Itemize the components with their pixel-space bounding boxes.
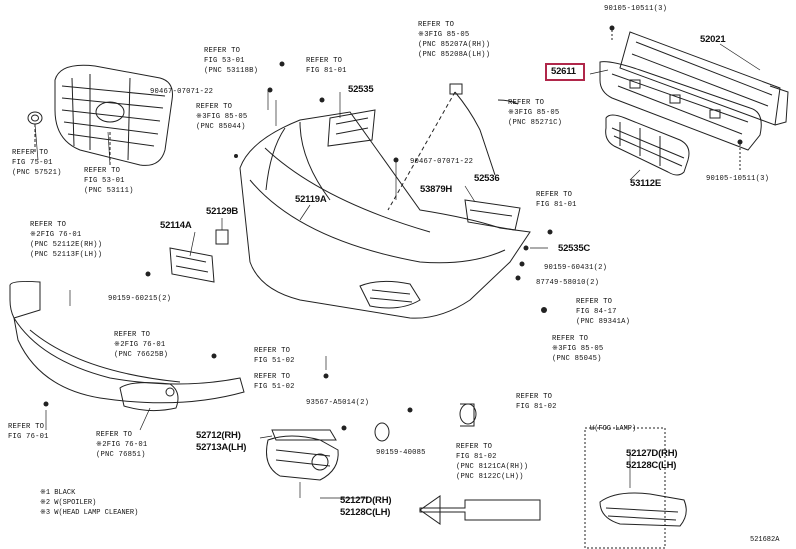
ref-fig51-a[interactable]: REFER TO FIG 51-02 [254, 347, 295, 365]
ref-fig53-grille[interactable]: REFER TO FIG 53-01 (PNC 53111) [84, 167, 134, 195]
part-53879H[interactable]: 53879H [420, 184, 453, 195]
ref-fig85-top[interactable]: REFER TO ※3FIG 85-05 (PNC 85207A(RH)) (P… [418, 21, 491, 59]
ref-fig76-d[interactable]: REFER TO ※2FIG 76-01 (PNC 76851) [96, 431, 148, 459]
part-52129B[interactable]: 52129B [206, 206, 239, 217]
note-spoiler: ※2 W(SPOILER) [40, 499, 97, 507]
ref-fig81-d[interactable]: REFER TO FIG 81-02 (PNC 8121CA(RH)) (PNC… [456, 443, 529, 481]
emblem [27, 111, 43, 125]
retainer-52535 [327, 109, 376, 147]
part-52127D-bottom[interactable]: 52127D(RH) [340, 495, 392, 506]
ref-fig76-b[interactable]: REFER TO ※2FIG 76-01 (PNC 76625B) [114, 331, 169, 359]
ref-fig75[interactable]: REFER TO FIG 75-01 (PNC 57521) [12, 149, 62, 177]
fog-lamp-housing [459, 403, 477, 427]
ref-fig53-top[interactable]: REFER TO FIG 53-01 (PNC 53118B) [204, 47, 259, 75]
front-grille [54, 64, 173, 166]
part-52127D-right[interactable]: 52127D(RH) [626, 448, 678, 459]
fastener-93567[interactable]: 93567-A5014(2) [306, 399, 370, 407]
front-direction-arrow [419, 499, 541, 521]
retainer-52129B [215, 229, 229, 245]
fog-lamp-cover-lower [266, 435, 339, 481]
side-retainer [169, 247, 215, 283]
part-52128C-bottom[interactable]: 52128C(LH) [340, 507, 391, 518]
ref-fig81-b[interactable]: REFER TO FIG 81-01 [536, 191, 577, 209]
part-52535[interactable]: 52535 [348, 84, 374, 95]
fastener-87749[interactable]: 87749-58010(2) [536, 279, 600, 287]
fog-lamp-socket [374, 422, 390, 442]
note-headlamp-cleaner: ※3 W(HEAD LAMP CLEANER) [40, 509, 139, 517]
ref-fig51-b[interactable]: REFER TO FIG 51-02 [254, 373, 295, 391]
part-52119A[interactable]: 52119A [295, 194, 327, 205]
ref-fig76-c[interactable]: REFER TO FIG 76-01 [8, 423, 49, 441]
part-52128C-right[interactable]: 52128C(LH) [626, 460, 677, 471]
fastener-90105-right[interactable]: 90105-10511(3) [706, 175, 770, 183]
fog-lamp-cover-right [599, 492, 687, 527]
fastener-90105-top[interactable]: 90105-10511(3) [604, 5, 668, 13]
highlight-box-52611 [545, 63, 585, 81]
bumper-reinforcement [619, 31, 789, 126]
part-52114A[interactable]: 52114A [160, 220, 192, 231]
fastener-90159-40085[interactable]: 90159-40085 [376, 449, 426, 457]
ref-fig85-hose[interactable]: REFER TO ※3FIG 85-05 (PNC 85271C) [508, 99, 563, 127]
fastener-90467-b[interactable]: 90467-07071-22 [410, 158, 474, 166]
fastener-90467-a[interactable]: 90467-07071-22 [150, 88, 214, 96]
part-52536[interactable]: 52536 [474, 173, 500, 184]
washer-nozzle [497, 99, 519, 105]
ref-fig85-left[interactable]: REFER TO ※3FIG 85-05 (PNC 85044) [196, 103, 248, 131]
foglamp-variant-box [584, 427, 666, 549]
ref-fig81-c[interactable]: REFER TO FIG 81-02 [516, 393, 557, 411]
ref-fig84[interactable]: REFER TO FIG 84-17 (PNC 89341A) [576, 298, 631, 326]
note-black: ※1 BLACK [40, 489, 76, 497]
part-53112E[interactable]: 53112E [630, 178, 662, 189]
figure-id: 521682A [750, 536, 780, 544]
front-spoiler [9, 280, 245, 404]
energy-absorber [599, 61, 762, 151]
note-fog-lamp: W(FOG LAMP) [590, 425, 637, 433]
spoiler-fog-cover [119, 382, 179, 412]
ref-fig85-right[interactable]: REFER TO ※3FIG 85-05 (PNC 85045) [552, 335, 604, 363]
ref-fig81-a[interactable]: REFER TO FIG 81-01 [306, 57, 347, 75]
part-52535C[interactable]: 52535C [558, 243, 591, 254]
retainer-52536 [464, 199, 521, 231]
lower-grille [605, 114, 690, 176]
fog-lamp-bezel-upper [271, 429, 337, 441]
part-52713A[interactable]: 52713A(LH) [196, 442, 247, 453]
part-52611[interactable]: 52611 [551, 66, 576, 77]
part-52021[interactable]: 52021 [700, 34, 726, 45]
ref-fig76-a[interactable]: REFER TO ※2FIG 76-01 (PNC 52112E(RH)) (P… [30, 221, 103, 259]
part-52712[interactable]: 52712(RH) [196, 430, 241, 441]
bumper-cover [239, 111, 531, 319]
fastener-90159-60431[interactable]: 90159-60431(2) [544, 264, 608, 272]
fastener-90159-60215[interactable]: 90159-60215(2) [108, 295, 172, 303]
washer-hose [454, 91, 496, 176]
